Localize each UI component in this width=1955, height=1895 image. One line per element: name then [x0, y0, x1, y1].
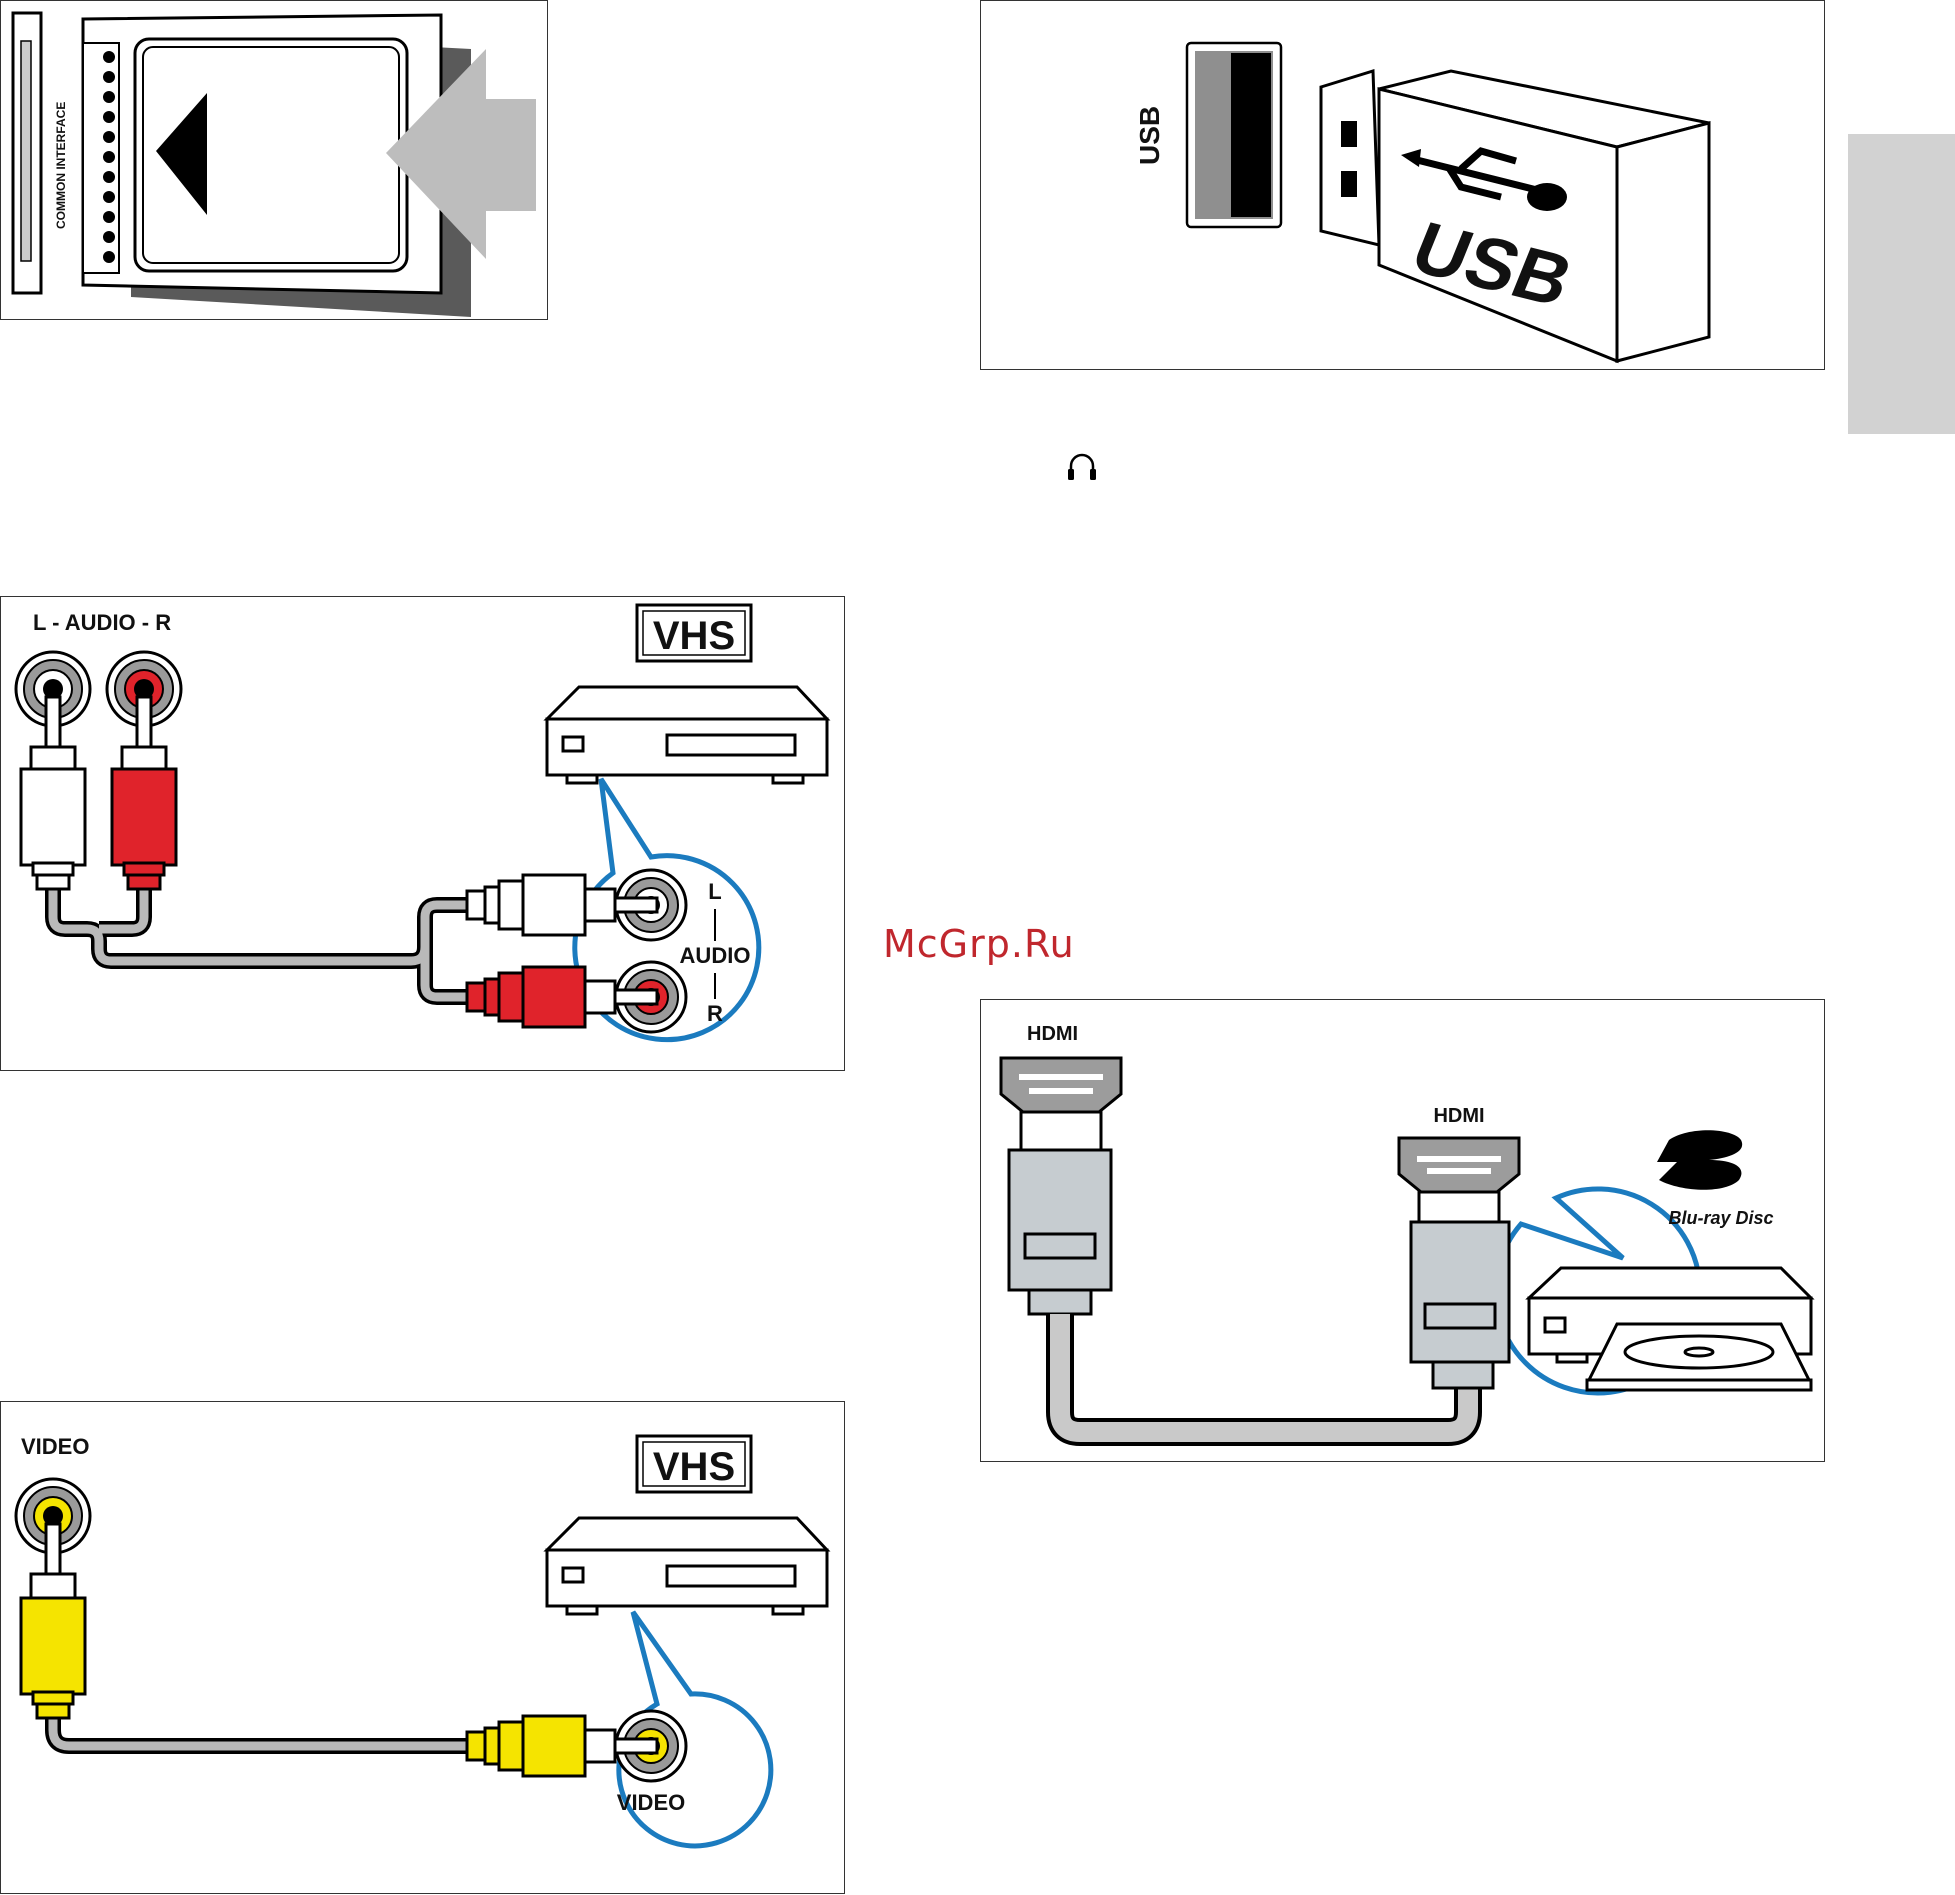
- video-plug-tv: [21, 1524, 85, 1718]
- audio-illustration: L - AUDIO - R: [1, 597, 846, 1072]
- vhs-logo-audio-text: VHS: [653, 614, 735, 658]
- vcr-device-video: [547, 1518, 827, 1614]
- audio-callout-middle-label: AUDIO: [680, 943, 751, 968]
- bluray-logo: Blu-ray Disc: [1657, 1130, 1774, 1228]
- headphones-icon: [1065, 450, 1099, 484]
- hdmi-cable-outline: [1060, 1314, 1468, 1432]
- video-panel: VIDEO VHS: [0, 1401, 845, 1894]
- hdmi-plug-tv: [1001, 1058, 1121, 1314]
- video-illustration: VIDEO VHS: [1, 1402, 846, 1895]
- ci-illustration: COMMON INTERFACE: [1, 1, 549, 321]
- hdmi-illustration: HDMI HDMI: [981, 1000, 1826, 1463]
- usb-panel: USB USB: [980, 0, 1825, 370]
- usb-port-label: USB: [1134, 106, 1165, 165]
- video-cable-outline: [53, 1704, 471, 1746]
- audio-callout-left-label: L: [708, 879, 721, 904]
- hdmi-panel: HDMI HDMI: [980, 999, 1825, 1462]
- video-callout-label: VIDEO: [617, 1790, 685, 1815]
- bluray-logo-text: Blu-ray Disc: [1668, 1208, 1773, 1228]
- usb-stick-connector: [1321, 71, 1379, 245]
- hdmi-port-label: HDMI: [1027, 1023, 1078, 1045]
- audio-cable-outline: [53, 875, 471, 997]
- vcr-device-audio: [547, 687, 827, 783]
- audio-callout-right-label: R: [707, 1001, 723, 1026]
- audio-plug-white: [21, 697, 85, 889]
- hdmi-plug-device: [1399, 1138, 1519, 1388]
- common-interface-panel: COMMON INTERFACE: [0, 0, 548, 320]
- ci-slot-label: COMMON INTERFACE: [54, 102, 68, 229]
- video-port-label: VIDEO: [21, 1434, 89, 1459]
- vhs-logo-video-text: VHS: [653, 1445, 735, 1489]
- hdmi-callout-label: HDMI: [1433, 1105, 1484, 1127]
- audio-panel: L - AUDIO - R: [0, 596, 845, 1071]
- usb-illustration: USB USB: [981, 1, 1826, 371]
- watermark: McGrp.Ru: [883, 922, 1075, 966]
- side-tab: [1848, 134, 1955, 434]
- audio-plug-red: [112, 697, 176, 889]
- hdmi-cable: [1060, 1314, 1468, 1432]
- audio-port-label: L - AUDIO - R: [33, 610, 171, 635]
